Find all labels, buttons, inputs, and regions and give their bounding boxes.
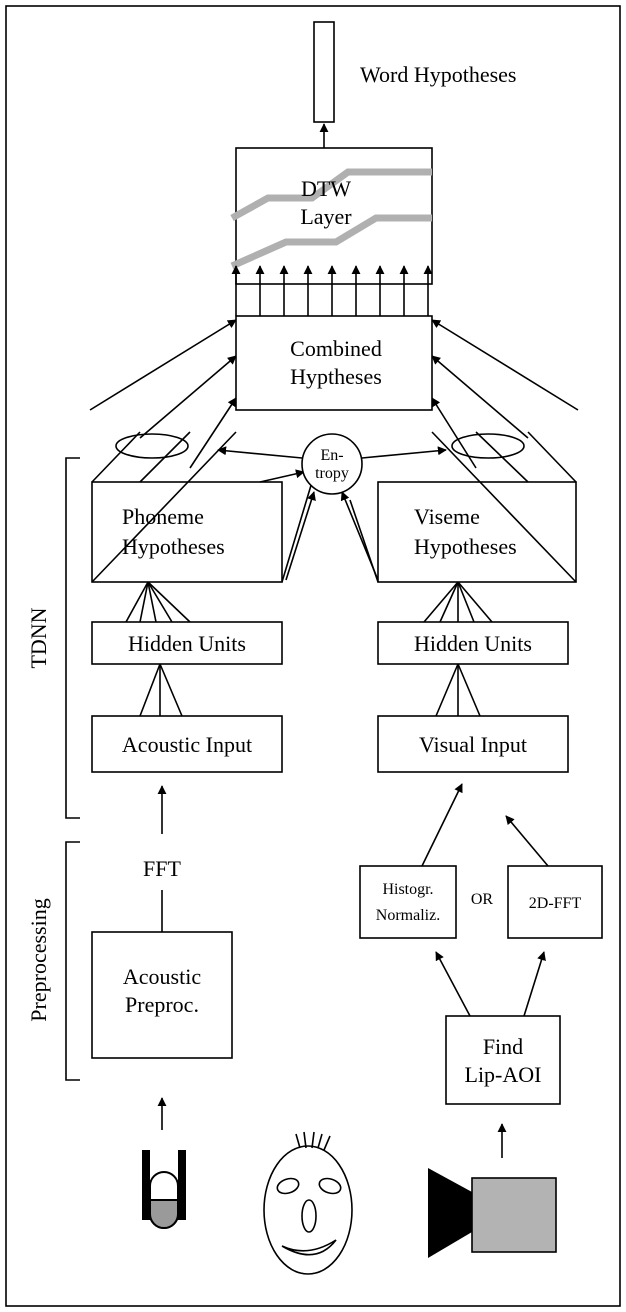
phoneme-label-line2: Hypotheses	[122, 534, 225, 559]
find-lip-line1: Find	[483, 1034, 523, 1059]
fft2d-box	[507, 865, 603, 939]
hidden-units-right-label: Hidden Units	[414, 631, 532, 656]
combined-to-dtw-arrows	[231, 265, 433, 316]
preprocessing-label: Preprocessing	[26, 898, 51, 1021]
right-fanout-lines	[423, 581, 493, 623]
histogram-box	[359, 865, 457, 939]
entropy-arrows	[217, 446, 447, 581]
dtw-label-line2: Layer	[300, 204, 352, 229]
viseme-hypotheses-box	[349, 431, 577, 583]
phoneme-to-combined-arrows	[89, 319, 237, 469]
find-lip-box	[445, 1015, 561, 1105]
left-input-fan	[139, 663, 183, 717]
combined-label-line1: Combined	[290, 336, 382, 361]
viseme-to-combined-arrows	[431, 319, 579, 469]
entropy-label-line1: En-	[320, 447, 343, 464]
findlip-to-fft2d-arrow	[523, 951, 546, 1017]
preprocessing-bracket	[65, 841, 80, 1081]
viseme-label-line2: Hypotheses	[414, 534, 517, 559]
findlip-to-histogram-arrow	[435, 951, 471, 1017]
output-column	[313, 21, 335, 123]
acoustic-preproc-line1: Acoustic	[123, 964, 201, 989]
tdnn-label: TDNN	[26, 607, 51, 668]
or-label: OR	[471, 891, 494, 908]
fft-label: FFT	[143, 856, 181, 881]
dtw-path-upper	[230, 168, 432, 222]
hidden-units-left-label: Hidden Units	[128, 631, 246, 656]
camera-icon	[428, 1168, 557, 1258]
hidden-units-left-box	[91, 621, 283, 665]
entropy-circle	[301, 433, 363, 495]
phoneme-label-line1: Phoneme	[122, 504, 204, 529]
phoneme-hypotheses-box	[91, 431, 313, 583]
acoustic-preproc-box	[91, 931, 233, 1059]
find-lip-line2: Lip-AOI	[465, 1062, 542, 1087]
acoustic-preproc-line2: Preproc.	[125, 992, 199, 1017]
face-icon	[263, 1131, 353, 1275]
visual-input-box	[377, 715, 569, 773]
combined-label-line2: Hyptheses	[290, 364, 382, 389]
tdnn-bracket	[65, 457, 80, 819]
viseme-ellipse	[451, 433, 525, 459]
combined-hypotheses-box	[235, 315, 433, 411]
hidden-units-right-box	[377, 621, 569, 665]
outer-frame	[5, 5, 621, 1307]
right-input-fan	[435, 663, 481, 717]
entropy-label-line2: tropy	[315, 465, 349, 482]
microphone-icon	[142, 1150, 186, 1229]
histogram-line1: Histogr.	[382, 881, 433, 898]
left-fanout-lines	[125, 581, 191, 623]
dtw-path-lower	[230, 214, 432, 270]
dtw-label-line1: DTW	[301, 176, 351, 201]
phoneme-ellipse	[115, 433, 189, 459]
acoustic-input-label: Acoustic Input	[122, 732, 252, 757]
fft2d-to-visual-arrow	[505, 815, 549, 867]
viseme-label-line1: Viseme	[414, 504, 480, 529]
histogram-to-visual-arrow	[421, 783, 463, 867]
histogram-line2: Normaliz.	[376, 907, 440, 924]
acoustic-input-box	[91, 715, 283, 773]
fft2d-label: 2D-FFT	[529, 895, 582, 912]
visual-input-label: Visual Input	[419, 732, 527, 757]
word-hypotheses-label: Word Hypotheses	[360, 62, 516, 87]
